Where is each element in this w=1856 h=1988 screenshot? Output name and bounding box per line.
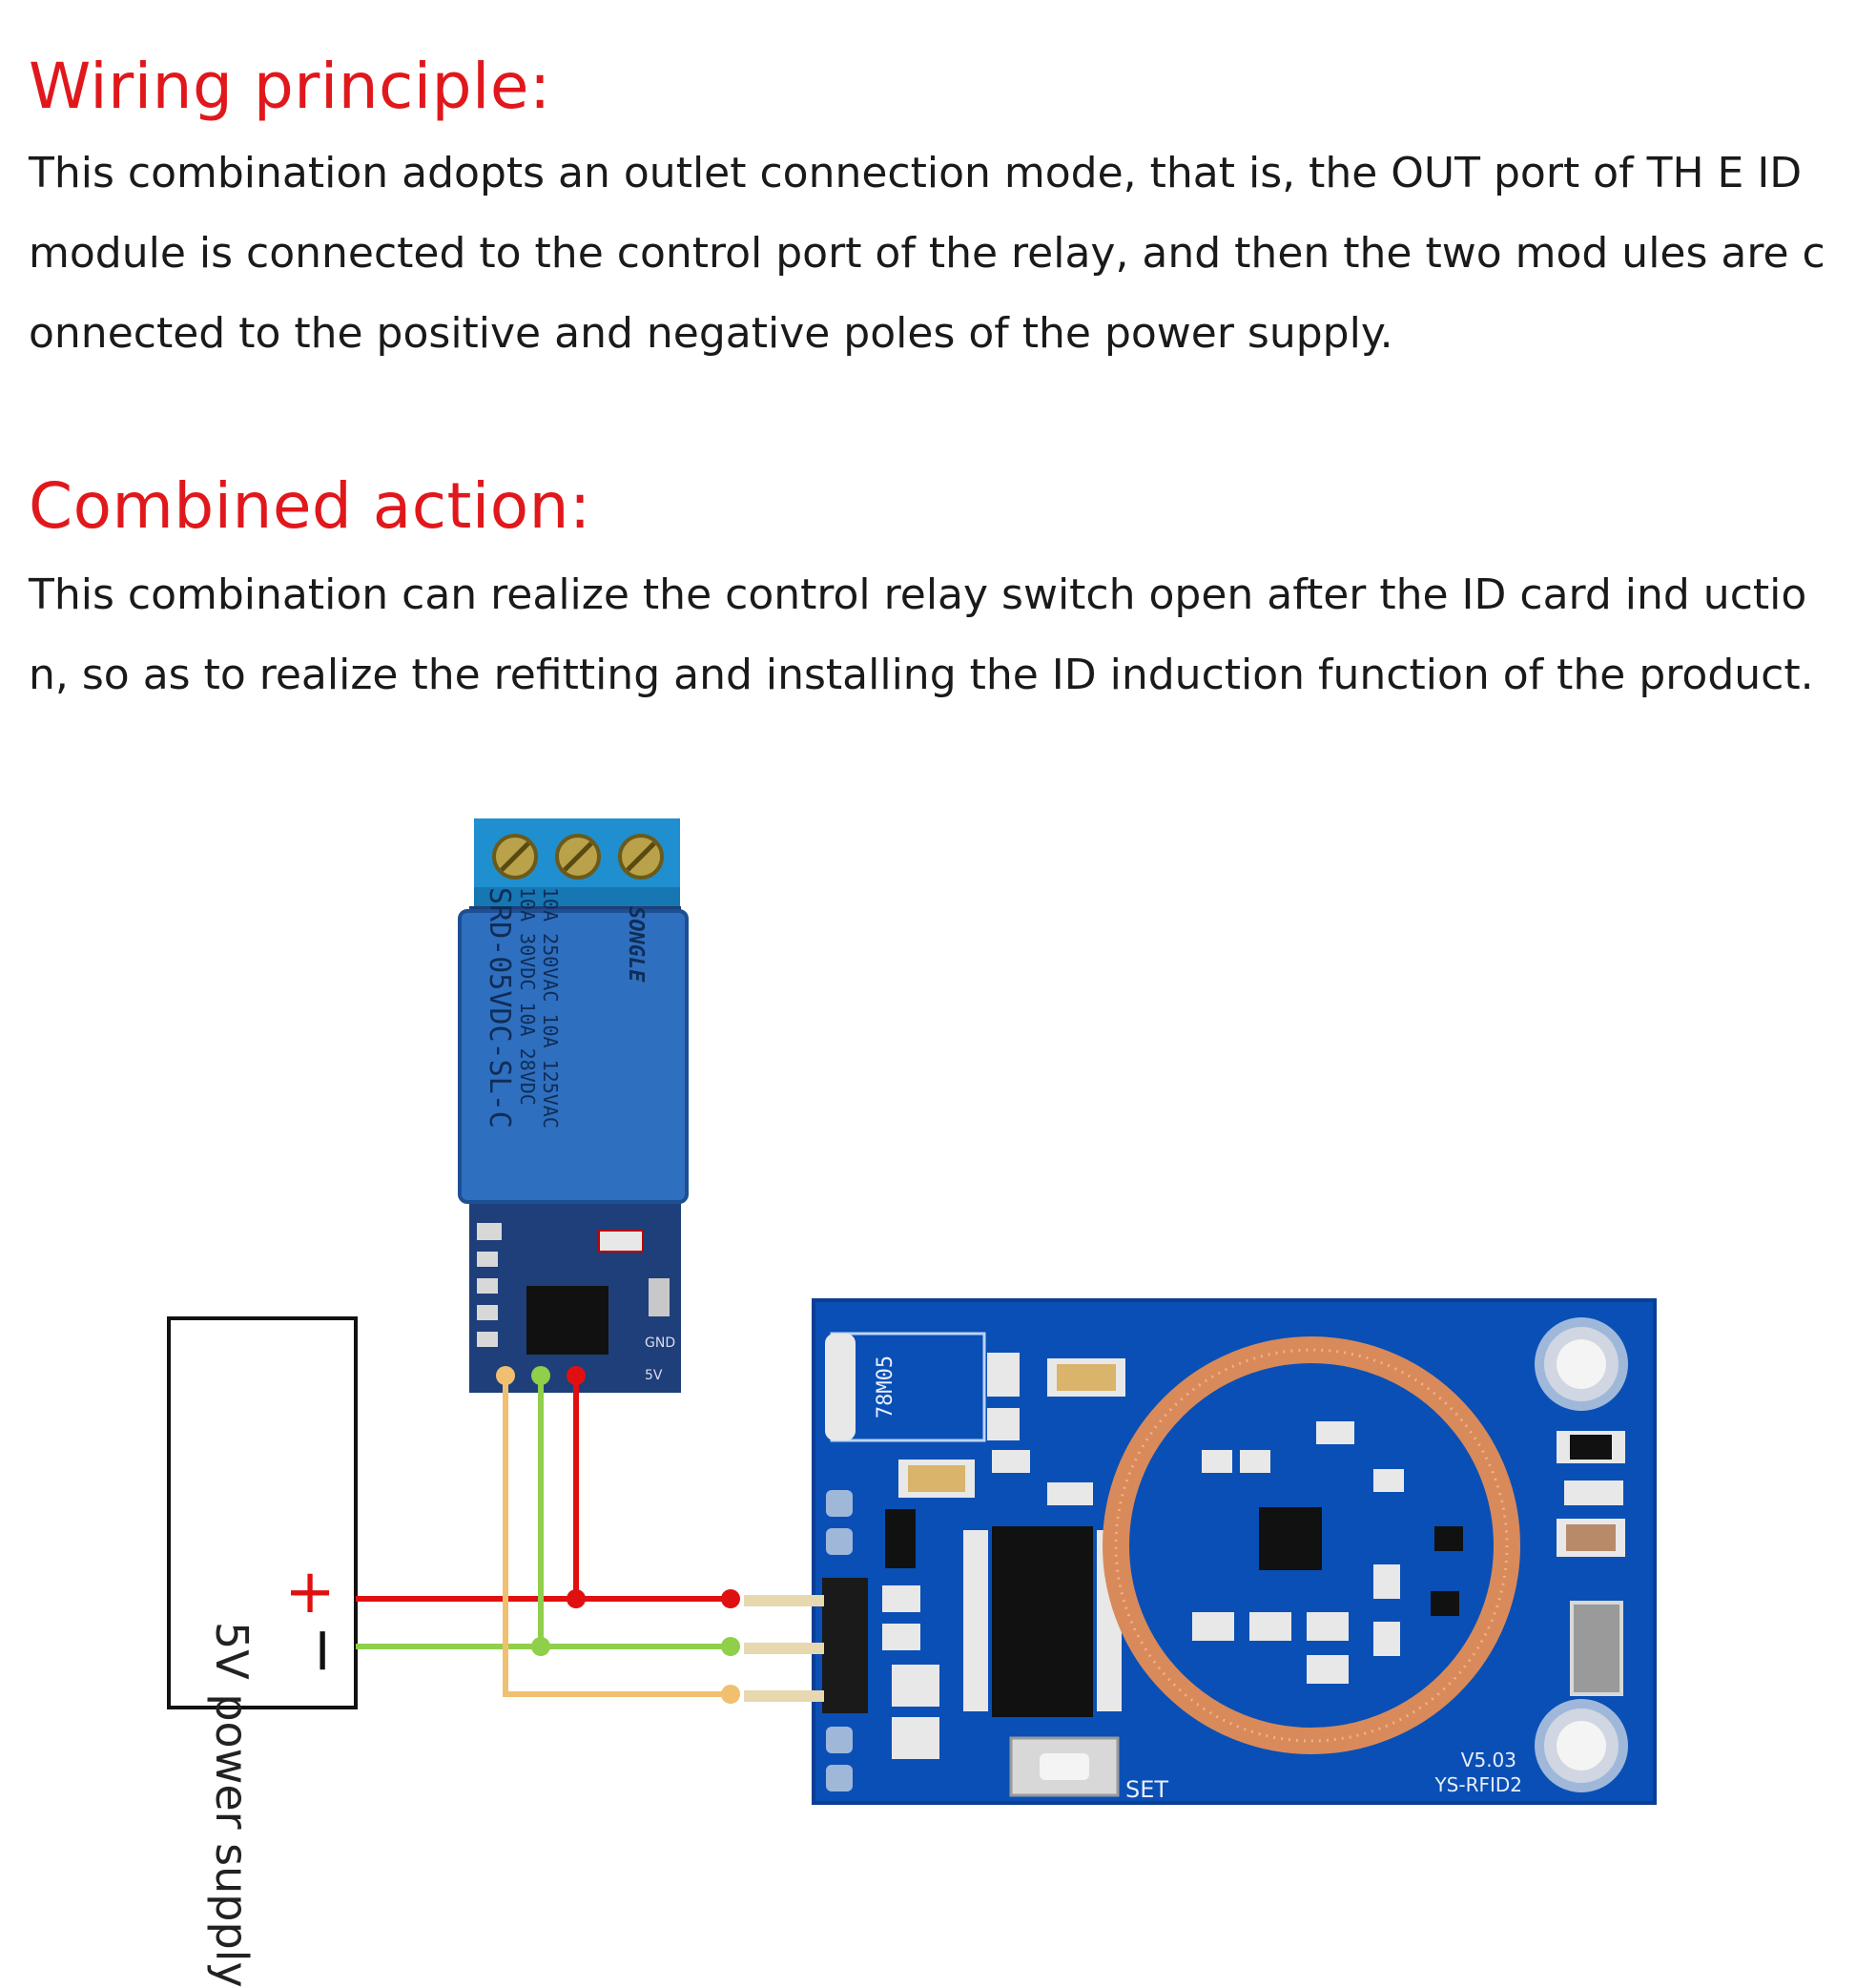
relay-model: SRD-05VDC-SL-C bbox=[483, 887, 516, 1129]
relay-brand: SONGLE bbox=[624, 906, 648, 983]
power-supply-label-text: 5V power supply bbox=[206, 1622, 258, 1988]
relay-rating-1: 10A 250VAC 10A 125VAC bbox=[539, 887, 562, 1129]
mcu-chip bbox=[992, 1526, 1093, 1717]
rfid-model: YS-RFID2 bbox=[1433, 1773, 1522, 1796]
minus-sign: − bbox=[288, 1625, 359, 1676]
set-button-label: SET bbox=[1125, 1776, 1168, 1803]
transistor-chip bbox=[526, 1286, 608, 1355]
rfid-module: 78M05 bbox=[744, 1298, 1657, 1805]
relay-rating-2: 10A 30VDC 10A 28VDC bbox=[516, 887, 539, 1106]
combined-action-heading: Combined action: bbox=[29, 469, 591, 543]
wiring-diagram: + − SONGLE 10A 250VAC 10A 125VAC 10A 30V… bbox=[167, 818, 1657, 1805]
reader-chip bbox=[1259, 1507, 1322, 1570]
wiring-principle-text: This combination adopts an outlet connec… bbox=[29, 149, 1825, 358]
power-supply-label: 5V power supply bbox=[206, 1622, 258, 1988]
orange-wire bbox=[503, 1376, 731, 1697]
relay-module: SONGLE 10A 250VAC 10A 125VAC 10A 30VDC 1… bbox=[458, 818, 689, 1393]
relay-pin-gnd-label: GND bbox=[645, 1336, 675, 1351]
power-supply: + − bbox=[167, 1316, 359, 1709]
plus-sign: + bbox=[284, 1557, 336, 1627]
combined-action-text: This combination can realize the control… bbox=[29, 570, 1814, 699]
regulator-label: 78M05 bbox=[874, 1356, 897, 1419]
rfid-header bbox=[822, 1578, 868, 1713]
relay-cube bbox=[458, 909, 689, 1204]
rfid-version: V5.03 bbox=[1461, 1749, 1516, 1771]
relay-pin-5v-label: 5V bbox=[645, 1368, 663, 1383]
power-supply-box bbox=[167, 1316, 358, 1709]
wiring-principle-heading: Wiring principle: bbox=[29, 50, 551, 123]
wire-junctions bbox=[531, 1589, 740, 1704]
